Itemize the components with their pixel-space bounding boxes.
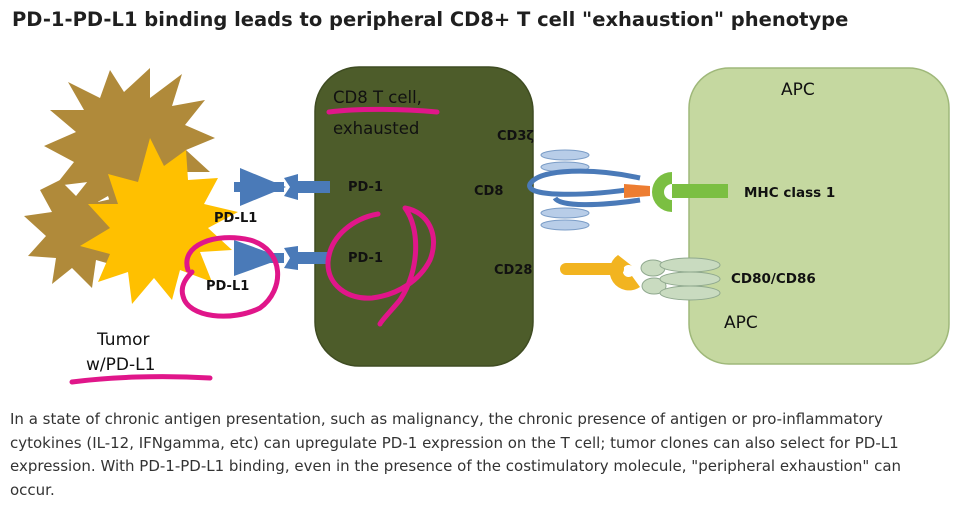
cd80-cd86-label: CD80/CD86 xyxy=(731,271,816,287)
tumor-cell-yellow xyxy=(80,138,238,304)
mhc-class1-molecule xyxy=(624,172,728,212)
mhc-class1-label: MHC class 1 xyxy=(744,185,835,201)
pd1-upper-molecule xyxy=(284,174,330,200)
pdl1-lower-label: PD-L1 xyxy=(206,279,249,294)
tumor-cluster xyxy=(24,68,238,304)
pd1-upper-label: PD-1 xyxy=(348,180,383,195)
cd8-coreceptor xyxy=(527,168,641,208)
apc-bottom-label: APC xyxy=(724,313,758,333)
cd8-label: CD8 xyxy=(474,184,503,199)
t-cell-label-line1: CD8 T cell, xyxy=(333,88,422,107)
magenta-annotations xyxy=(69,106,440,385)
pdl1-upper-molecule xyxy=(234,168,286,206)
apc-cell xyxy=(688,67,950,365)
tumor-label-line1: Tumor xyxy=(96,330,150,350)
immune-synapse-diagram: CD8 T cell, exhausted APC APC Tumor w/PD… xyxy=(24,66,950,385)
cd3-zeta-molecules xyxy=(540,149,590,231)
pd1-lower-molecule xyxy=(284,246,330,270)
pdl1-upper-label: PD-L1 xyxy=(214,211,257,226)
antigen-peptide xyxy=(624,184,650,198)
pdl1-lower-molecule xyxy=(234,240,284,276)
circle-pd1-lower xyxy=(325,205,437,327)
circle-pdl1-lower xyxy=(179,235,281,319)
cd28-molecule xyxy=(560,255,640,291)
t-cell-label-line2: exhausted xyxy=(333,119,419,138)
cd3z-label: CD3ζ xyxy=(497,129,534,144)
caption-text: In a state of chronic antigen presentati… xyxy=(10,410,902,499)
caption: In a state of chronic antigen presentati… xyxy=(10,408,950,502)
pd1-lower-label: PD-1 xyxy=(348,251,383,266)
cd80-cd86-molecule xyxy=(640,257,721,301)
underline-tumor-label xyxy=(69,374,213,385)
cd28-label: CD28 xyxy=(494,263,532,278)
tumor-label-line2: w/PD-L1 xyxy=(86,355,155,375)
apc-top-label: APC xyxy=(781,80,815,100)
page-title: PD-1-PD-L1 binding leads to peripheral C… xyxy=(12,8,849,31)
underline-cd8-t-cell xyxy=(326,106,440,115)
